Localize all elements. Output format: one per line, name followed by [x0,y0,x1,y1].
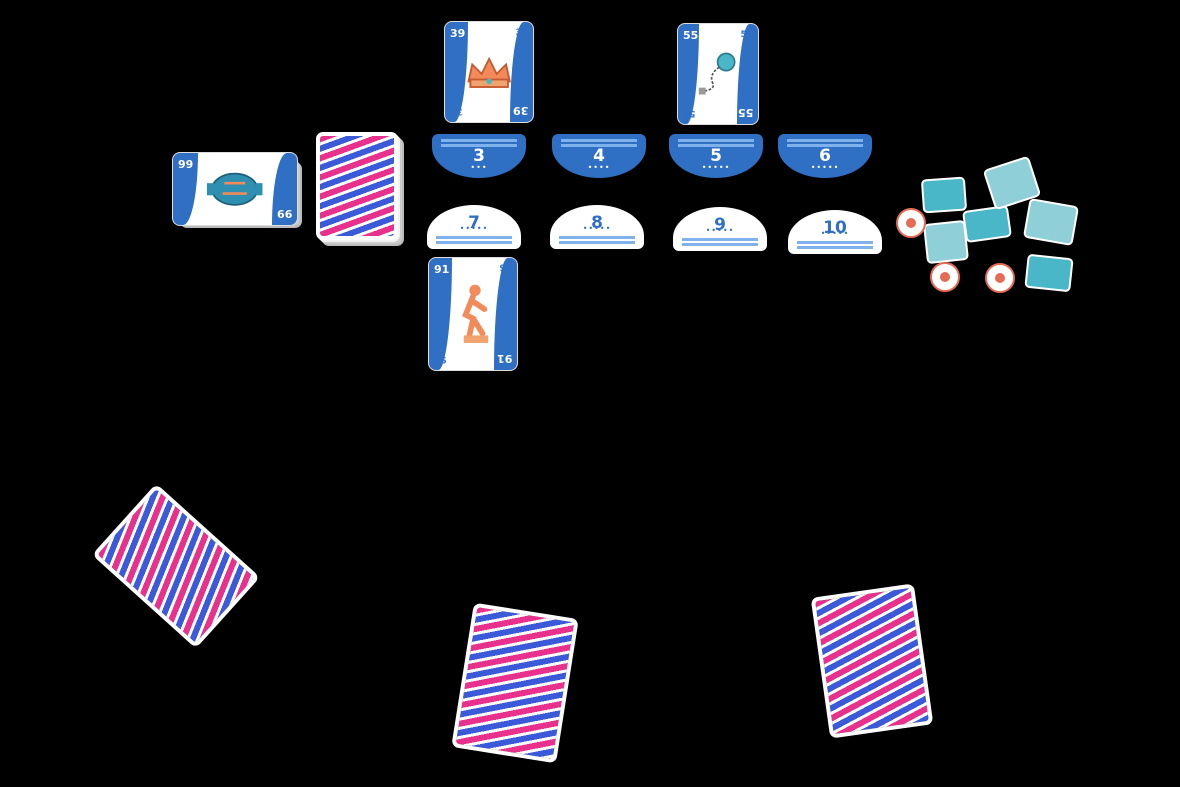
pip-dots: ••••• [810,163,840,172]
card-band [678,24,699,124]
treasure-chest-token[interactable] [961,204,1013,244]
card-value: 91 [496,352,512,365]
pip-dots: ••••• [705,226,735,235]
pip-dots: ••• [470,163,488,172]
starfish-token[interactable] [923,219,969,265]
tile-stripe [682,243,758,246]
tile-stripe [561,144,637,147]
draw-deck-top-card[interactable] [316,132,398,240]
tile-stripe [797,246,873,249]
amphora-icon [207,172,263,206]
card-value: 99 [178,209,191,219]
tile-stripe [561,139,637,142]
card-value: 39 [450,27,466,40]
tile-stripe [682,238,758,241]
discard-card-99[interactable]: 99 99 99 99 [173,153,297,225]
round-tile-10: 10 ••••• [788,210,882,254]
pip-dots: •••• [587,163,611,172]
coin-token[interactable] [985,263,1015,293]
card-value: 55 [740,30,753,40]
round-number: 4 [593,146,605,166]
played-card-91[interactable]: 91 91 91 91 [429,258,517,370]
card-value: 99 [276,207,292,220]
tile-stripe [436,236,512,239]
round-number: 10 [823,218,847,238]
played-card-39[interactable]: 39 39 39 39 [445,22,533,122]
starfish-token[interactable] [1022,197,1080,247]
round-number: 7 [468,213,480,233]
treasure-chest-token[interactable] [920,176,968,214]
card-value: 91 [434,263,450,276]
round-tile-8: 8 ••••• [550,205,644,249]
card-value: 99 [178,158,194,171]
tile-stripe [678,139,754,142]
pip-dots: ••••• [820,229,850,238]
tile-stripe [797,241,873,244]
card-band [445,22,468,122]
tile-stripe [441,144,517,147]
card-value: 55 [683,108,696,118]
tile-stripe [559,241,635,244]
round-number: 5 [710,146,722,166]
tile-stripe [678,144,754,147]
card-value: 39 [450,106,463,116]
player-hand-bottom[interactable] [451,602,579,764]
played-card-55[interactable]: 55 55 55 55 [678,24,758,124]
round-number: 8 [591,213,603,233]
card-band [737,24,758,124]
round-tile-9: 9 ••••• [673,207,767,251]
card-value: 55 [683,29,699,42]
coin-token[interactable] [896,208,926,238]
card-value: 91 [434,354,447,364]
round-number: 6 [819,146,831,166]
statue-icon [461,284,489,344]
round-number: 3 [473,146,485,166]
round-number: 9 [714,215,726,235]
tile-stripe [787,139,863,142]
coin-token[interactable] [930,262,960,292]
card-value: 39 [515,28,528,38]
card-value: 91 [499,264,512,274]
treasure-chest-token[interactable] [1024,253,1074,293]
round-tile-7: 7 ••••• [427,205,521,249]
round-tile-5: 5 ••••• [669,134,763,178]
card-value: 39 [512,104,528,117]
player-hand-right[interactable] [810,583,934,739]
card-value: 55 [737,106,753,119]
card-band [494,258,517,370]
pip-dots: ••••• [459,224,489,233]
card-value: 99 [279,159,292,169]
ball-and-chain-icon [699,52,736,95]
tile-stripe [787,144,863,147]
round-tile-6: 6 ••••• [778,134,872,178]
tile-stripe [441,139,517,142]
round-tile-3: 3 ••• [432,134,526,178]
tile-stripe [436,241,512,244]
round-tile-4: 4 •••• [552,134,646,178]
tile-stripe [559,236,635,239]
crown-icon [467,56,511,88]
card-band [429,258,452,370]
pip-dots: ••••• [701,163,731,172]
card-band [510,22,533,122]
player-hand-left[interactable] [91,483,261,649]
pip-dots: ••••• [582,224,612,233]
